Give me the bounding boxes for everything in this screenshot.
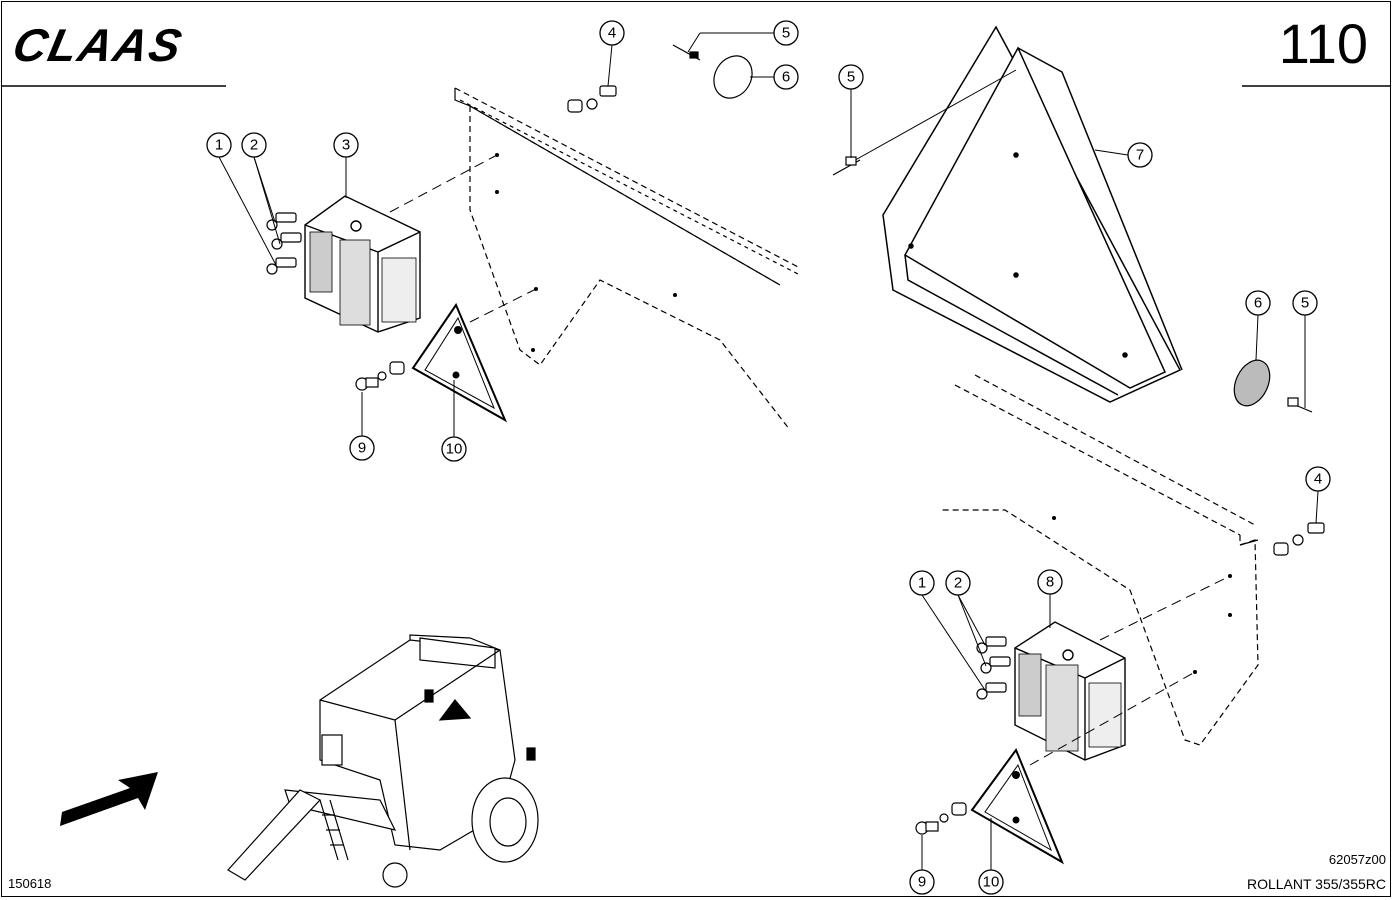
callout-left-5: 5 <box>782 25 790 42</box>
orientation-arrow <box>60 772 158 826</box>
right-bracket <box>940 374 1259 746</box>
right-bolt-set <box>1273 522 1325 556</box>
left-bolt-set <box>567 85 617 113</box>
callout-right-8: 8 <box>1046 574 1054 591</box>
smv-rivet <box>832 156 861 176</box>
baler-overview-sketch <box>227 634 539 888</box>
callout-bubbles <box>206 20 1331 895</box>
callout-left-9: 9 <box>358 440 366 457</box>
callout-left-3: 3 <box>342 137 350 154</box>
right-triangle-reflector <box>970 747 1065 865</box>
callout-right-7: 7 <box>1136 147 1144 164</box>
callout-right-1: 1 <box>918 575 926 592</box>
left-tail-lamp <box>304 154 498 333</box>
callout-labels: 1 2 3 4 5 6 9 10 5 7 6 5 4 1 2 8 9 10 <box>215 25 1322 891</box>
callout-left-2: 2 <box>250 137 258 154</box>
left-mounting-screws <box>266 212 302 275</box>
left-triangle-screw <box>355 361 405 391</box>
left-round-reflector <box>672 44 753 99</box>
left-bracket-holes <box>495 153 677 352</box>
right-mounting-screws <box>976 636 1011 700</box>
page-number: 110 <box>1278 12 1368 75</box>
right-round-reflector <box>1233 359 1313 413</box>
callout-right-5a: 5 <box>847 69 855 86</box>
callout-left-1: 1 <box>215 137 223 154</box>
slow-moving-vehicle-emblem <box>882 25 1183 403</box>
callout-right-2: 2 <box>954 575 962 592</box>
right-triangle-screw <box>915 802 967 835</box>
callout-leaders <box>218 32 1319 870</box>
callout-right-10: 10 <box>983 874 1000 891</box>
callout-right-9: 9 <box>918 874 926 891</box>
callout-right-4: 4 <box>1314 471 1322 488</box>
callout-right-5b: 5 <box>1301 295 1309 312</box>
smv-mount-leader <box>849 69 1017 164</box>
left-bracket <box>454 87 801 431</box>
callout-right-6: 6 <box>1254 295 1262 312</box>
model-name: ROLLANT 355/355RC <box>1246 876 1386 892</box>
callout-left-10: 10 <box>446 441 463 458</box>
right-tail-lamp <box>1014 575 1231 761</box>
callout-left-6: 6 <box>782 69 790 86</box>
sheet-id: 150618 <box>8 876 52 891</box>
left-triangle-reflector <box>411 302 508 423</box>
callout-left-4: 4 <box>608 25 616 42</box>
drawing-number: 62057z00 <box>1328 852 1386 867</box>
left-triangle-leader <box>469 288 537 323</box>
